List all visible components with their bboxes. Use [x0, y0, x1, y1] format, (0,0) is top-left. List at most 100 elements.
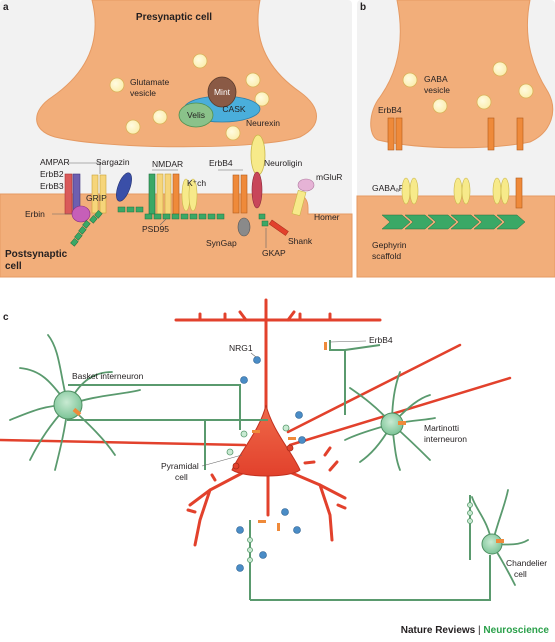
- erbb4-label-c: ErbB4: [369, 335, 393, 345]
- chandelier-cell: [247, 489, 529, 586]
- pyramidal-cell-body: [231, 404, 301, 477]
- gaba-terminal: [370, 0, 554, 149]
- velis-protein: [178, 102, 214, 128]
- neuroligin-label: Neuroligin: [264, 158, 303, 168]
- pyramidal-label-line2: cell: [175, 472, 188, 482]
- erbb4-terminal: [324, 342, 327, 350]
- nmdar-subunit: [148, 173, 156, 215]
- nmdar-subunit: [172, 173, 180, 215]
- martinotti-label-line1: Martinotti: [424, 423, 459, 433]
- potassium-channel: [188, 178, 198, 212]
- neurexin-label: Neurexin: [246, 118, 280, 128]
- cask-label: CASK: [222, 104, 245, 114]
- erbb4-presynaptic: [516, 117, 524, 151]
- gaba-vesicle-label-line1: GABA: [424, 74, 448, 84]
- panel-a-letter: a: [3, 2, 9, 13]
- gaba-vesicle: [476, 94, 492, 110]
- gaba-vesicle: [518, 83, 534, 99]
- shank-protein: [268, 219, 289, 236]
- journal-section: Neuroscience: [483, 625, 549, 636]
- gaba-vesicle: [402, 72, 418, 88]
- gephyrin-label-line1: Gephyrin: [372, 240, 407, 250]
- mint-label: Mint: [214, 87, 231, 97]
- postsynaptic-cell-label-line1: Postsynaptic: [5, 249, 68, 260]
- psd95-label: PSD95: [142, 224, 169, 234]
- nmdar-subunit: [156, 173, 164, 215]
- gkap-label: GKAP: [262, 248, 286, 258]
- martinotti-interneuron: [344, 371, 436, 471]
- mglur-receptor: [297, 178, 315, 192]
- presynaptic-cell-label: Presynaptic cell: [136, 12, 212, 23]
- homer-label: Homer: [314, 212, 340, 222]
- erbb4-postsynaptic: [515, 177, 523, 209]
- basket-interneuron: [9, 334, 141, 471]
- erbb4-marker: [496, 539, 504, 543]
- ampar-subunit: [91, 174, 99, 214]
- glutamate-vesicle: [254, 91, 270, 107]
- glutamate-vesicle-label-line1: Glutamate: [130, 77, 169, 87]
- erbb4-label-a: ErbB4: [209, 158, 233, 168]
- mint-protein: [207, 76, 237, 108]
- gaba-vesicle: [492, 61, 508, 77]
- journal-name: Nature Reviews: [400, 625, 476, 636]
- erbb4-presynaptic: [387, 117, 395, 151]
- glutamate-vesicle: [192, 53, 208, 69]
- pyramidal-label-line1: Pyramidal: [161, 461, 199, 471]
- erbin-label: Erbin: [25, 209, 45, 219]
- postsynaptic-cell-label-line2: cell: [5, 261, 22, 272]
- grip-scaffold-chain: [70, 210, 103, 247]
- kch-label: K⁺ch: [187, 178, 206, 188]
- gaba-vesicles: [402, 61, 534, 114]
- psd95-leader: [159, 218, 167, 226]
- erbin-protein: [71, 205, 91, 223]
- panel-b: b GABA vesicle ErbB4 GABAₐR: [356, 0, 555, 278]
- erbb4-label-b: ErbB4: [378, 105, 402, 115]
- martinotti-label-line2: interneuron: [424, 434, 467, 444]
- glutamate-vesicle: [125, 119, 141, 135]
- neuroligin-protein: [251, 171, 263, 209]
- panel-a: a Presynaptic cell Postsynaptic cell Glu…: [0, 0, 353, 278]
- footer-separator: |: [478, 625, 481, 636]
- glutamate-vesicle: [245, 72, 261, 88]
- ampar-subunit: [99, 174, 107, 214]
- grip-label: GRIP: [86, 193, 107, 203]
- nmdar-label: NMDAR: [152, 159, 183, 169]
- panel-c-letter: c: [3, 312, 9, 323]
- synaptic-boutons: [226, 342, 327, 531]
- erbb2-receptor: [64, 173, 73, 215]
- interneuron-axons: [67, 340, 491, 601]
- gephyrin-scaffold: [381, 214, 526, 230]
- erbb4-marker: [72, 407, 82, 417]
- erbb4-presynaptic: [487, 117, 495, 151]
- panel-c: c: [0, 298, 547, 601]
- neurexin-protein: [250, 134, 266, 176]
- erbb3-label: ErbB3: [40, 181, 64, 191]
- ampar-label: AMPAR: [40, 157, 70, 167]
- glutamate-vesicle: [152, 109, 168, 125]
- velis-label: Velis: [187, 110, 205, 120]
- chandelier-label-line2: cell: [514, 569, 527, 579]
- glutamate-vesicles: [109, 53, 270, 141]
- glutamate-vesicle: [109, 77, 125, 93]
- sargazin-protein: [116, 172, 132, 202]
- sargazin-label: Sargazin: [96, 157, 130, 167]
- erbb4-receptor: [240, 174, 248, 214]
- erbb2-label: ErbB2: [40, 169, 64, 179]
- shank-label: Shank: [288, 236, 313, 246]
- gaba-postsynaptic: [356, 195, 555, 278]
- gaba-vesicle: [432, 98, 448, 114]
- nrg1-molecules: [236, 356, 306, 572]
- gephyrin-label-line2: scaffold: [372, 251, 401, 261]
- gabaar-label: GABAₐR: [372, 183, 405, 193]
- syngap-protein: [237, 217, 251, 237]
- chandelier-soma: [481, 533, 503, 555]
- glutamate-vesicle: [225, 125, 241, 141]
- pyramidal-leader: [201, 454, 243, 467]
- homer-protein: [291, 190, 307, 216]
- gabaa-receptors: [401, 177, 510, 205]
- gaba-vesicle-label-line2: vesicle: [424, 85, 450, 95]
- journal-footer: Nature Reviews | Neuroscience: [401, 625, 549, 636]
- chandelier-label-line1: Chandelier: [506, 558, 547, 568]
- mglur-label: mGluR: [316, 172, 342, 182]
